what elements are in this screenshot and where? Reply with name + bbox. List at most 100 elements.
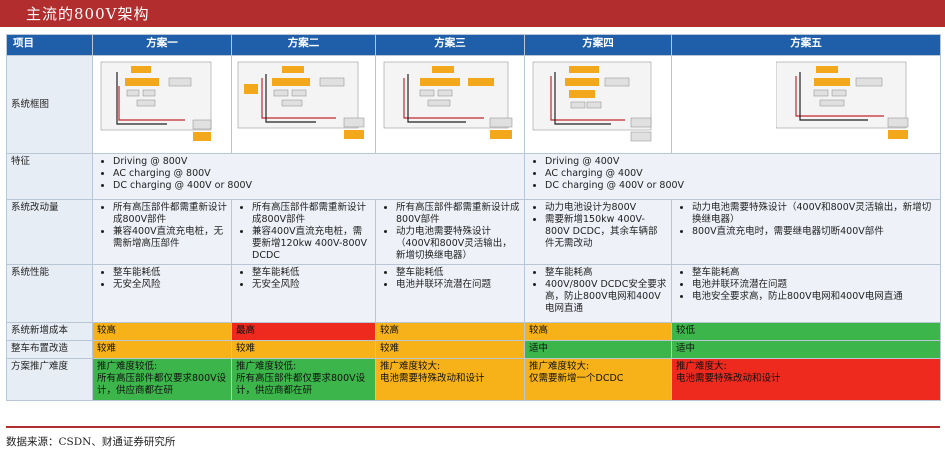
layout-row: 整车布置改造 较难 较难 较难 适中 适中 — [6, 340, 941, 359]
perf-scheme-2: 整车能耗低 无安全风险 — [231, 264, 376, 323]
layout-scheme-5: 适中 — [671, 340, 941, 359]
row-label-diagram: 系统框图 — [6, 55, 93, 154]
change-item: 所有高压部件都需重新设计成800V部件 — [113, 202, 227, 226]
diagram-row: 系统框图 — [6, 55, 941, 154]
layout-scheme-2: 较难 — [231, 340, 376, 359]
feature-scheme-4-5: Driving @ 400V AC charging @ 400V DC cha… — [524, 153, 941, 200]
diagram-scheme-3 — [375, 55, 525, 154]
page-title: 主流的800V架构 — [26, 5, 150, 23]
perf-scheme-3: 整车能耗低 电池并联环流潜在问题 — [375, 264, 525, 323]
perf-row: 系统性能 整车能耗低 无安全风险 整车能耗低 无安全风险 整车能耗低 电池并联环… — [6, 264, 941, 323]
perf-scheme-1: 整车能耗低 无安全风险 — [92, 264, 232, 323]
diagram-scheme-2 — [231, 55, 376, 154]
header-item: 项目 — [6, 34, 93, 56]
bottom-divider — [6, 426, 940, 428]
change-item: 所有高压部件都需重新设计成800V部件 — [396, 202, 520, 226]
promo-detail: 所有高压部件都仅要求800V设计，供应商都在研 — [236, 373, 366, 396]
comparison-table: 项目 方案一 方案二 方案三 方案四 方案五 系统框图 — [6, 34, 941, 401]
change-item: 动力电池需要特殊设计（400V和800V灵活输出，新增切换继电器） — [692, 202, 936, 226]
change-item: 动力电池需要特殊设计（400V和800V灵活输出，新增切换继电器） — [396, 226, 520, 262]
feature-item: Driving @ 800V — [113, 156, 520, 168]
header-scheme-3: 方案三 — [375, 34, 525, 56]
feature-item: Driving @ 400V — [545, 156, 936, 168]
system-diagram-image — [776, 61, 909, 139]
source-note: 数据来源：CSDN、财通证券研究所 — [6, 436, 176, 448]
row-label-feature: 特征 — [6, 153, 93, 200]
promo-scheme-1: 推广难度较低: 所有高压部件都仅要求800V设计，供应商都在研 — [92, 358, 232, 401]
change-scheme-4: 动力电池设计为800V 需要新增150kw 400V-800V DCDC，其余车… — [524, 199, 672, 265]
diagram-scheme-4 — [524, 55, 672, 154]
row-label-promo: 方案推广难度 — [6, 358, 93, 401]
promo-detail: 所有高压部件都仅要求800V设计，供应商都在研 — [97, 373, 227, 396]
header-scheme-5: 方案五 — [671, 34, 941, 56]
row-label-cost: 系统新增成本 — [6, 322, 93, 341]
perf-item: 整车能耗低 — [252, 267, 371, 279]
change-scheme-5: 动力电池需要特殊设计（400V和800V灵活输出，新增切换继电器） 800V直流… — [671, 199, 941, 265]
promo-detail: 电池需要特殊改动和设计 — [676, 373, 781, 384]
row-label-change: 系统改动量 — [6, 199, 93, 265]
layout-scheme-3: 较难 — [375, 340, 525, 359]
perf-item: 电池并联环流潜在问题 — [396, 279, 520, 291]
perf-item: 电池安全要求高，防止800V电网和400V电网直通 — [692, 291, 936, 303]
perf-item: 整车能耗低 — [113, 267, 227, 279]
change-item: 800V直流充电时，需要继电器切断400V部件 — [692, 226, 936, 238]
feature-scheme-1-3: Driving @ 800V AC charging @ 800V DC cha… — [92, 153, 525, 200]
promo-scheme-5: 推广难度大: 电池需要特殊改动和设计 — [671, 358, 941, 401]
feature-row: 特征 Driving @ 800V AC charging @ 800V DC … — [6, 153, 941, 200]
promo-scheme-4: 推广难度较大: 仅需要新增一个DCDC — [524, 358, 672, 401]
change-item: 需要新增150kw 400V-800V DCDC，其余车辆部件无需改动 — [545, 214, 667, 250]
perf-scheme-5: 整车能耗高 电池并联环流潜在问题 电池安全要求高，防止800V电网和400V电网… — [671, 264, 941, 323]
change-item: 兼容400V直流充电桩，无需新增高压部件 — [113, 226, 227, 250]
promo-heading: 推广难度较大: — [380, 361, 441, 372]
header-row: 项目 方案一 方案二 方案三 方案四 方案五 — [6, 34, 941, 56]
header-scheme-1: 方案一 — [92, 34, 232, 56]
row-label-layout: 整车布置改造 — [6, 340, 93, 359]
promo-heading: 推广难度较大: — [529, 361, 590, 372]
perf-item: 400V/800V DCDC安全要求高，防止800V电网和400V电网直通 — [545, 279, 667, 315]
promo-heading: 推广难度较低: — [97, 361, 158, 372]
row-label-perf: 系统性能 — [6, 264, 93, 323]
change-scheme-2: 所有高压部件都需重新设计成800V部件 兼容400V直流充电桩，需要新增120k… — [231, 199, 376, 265]
promo-detail: 电池需要特殊改动和设计 — [380, 373, 485, 384]
promo-heading: 推广难度大: — [676, 361, 727, 372]
cost-scheme-2: 最高 — [231, 322, 376, 341]
change-item: 兼容400V直流充电桩，需要新增120kw 400V-800V DCDC — [252, 226, 371, 262]
feature-item: DC charging @ 400V or 800V — [113, 180, 520, 192]
promo-scheme-3: 推广难度较大: 电池需要特殊改动和设计 — [375, 358, 525, 401]
cost-scheme-5: 较低 — [671, 322, 941, 341]
layout-scheme-1: 较难 — [92, 340, 232, 359]
layout-scheme-4: 适中 — [524, 340, 672, 359]
change-scheme-3: 所有高压部件都需重新设计成800V部件 动力电池需要特殊设计（400V和800V… — [375, 199, 525, 265]
cost-scheme-1: 较高 — [92, 322, 232, 341]
perf-item: 无安全风险 — [113, 279, 227, 291]
perf-item: 电池并联环流潜在问题 — [692, 279, 936, 291]
system-diagram-image — [100, 61, 212, 141]
diagram-scheme-5 — [671, 55, 941, 154]
promo-row: 方案推广难度 推广难度较低: 所有高压部件都仅要求800V设计，供应商都在研 推… — [6, 358, 941, 401]
promo-detail: 仅需要新增一个DCDC — [529, 373, 624, 384]
system-diagram-image — [237, 61, 365, 139]
promo-scheme-2: 推广难度较低: 所有高压部件都仅要求800V设计，供应商都在研 — [231, 358, 376, 401]
promo-heading: 推广难度较低: — [236, 361, 297, 372]
perf-scheme-4: 整车能耗高 400V/800V DCDC安全要求高，防止800V电网和400V电… — [524, 264, 672, 323]
header-scheme-4: 方案四 — [524, 34, 672, 56]
title-bar: 主流的800V架构 — [0, 0, 945, 27]
change-item: 动力电池设计为800V — [545, 202, 667, 214]
feature-item: AC charging @ 800V — [113, 168, 520, 180]
perf-item: 整车能耗低 — [396, 267, 520, 279]
cost-scheme-4: 较高 — [524, 322, 672, 341]
header-scheme-2: 方案二 — [231, 34, 376, 56]
perf-item: 无安全风险 — [252, 279, 371, 291]
cost-scheme-3: 较高 — [375, 322, 525, 341]
perf-item: 整车能耗高 — [545, 267, 667, 279]
change-scheme-1: 所有高压部件都需重新设计成800V部件 兼容400V直流充电桩，无需新增高压部件 — [92, 199, 232, 265]
feature-item: AC charging @ 400V — [545, 168, 936, 180]
feature-item: DC charging @ 400V or 800V — [545, 180, 936, 192]
change-item: 所有高压部件都需重新设计成800V部件 — [252, 202, 371, 226]
system-diagram-image — [383, 61, 513, 139]
perf-item: 整车能耗高 — [692, 267, 936, 279]
cost-row: 系统新增成本 较高 最高 较高 较高 较低 — [6, 322, 941, 341]
system-diagram-image — [532, 61, 652, 142]
diagram-scheme-1 — [92, 55, 232, 154]
change-row: 系统改动量 所有高压部件都需重新设计成800V部件 兼容400V直流充电桩，无需… — [6, 199, 941, 265]
